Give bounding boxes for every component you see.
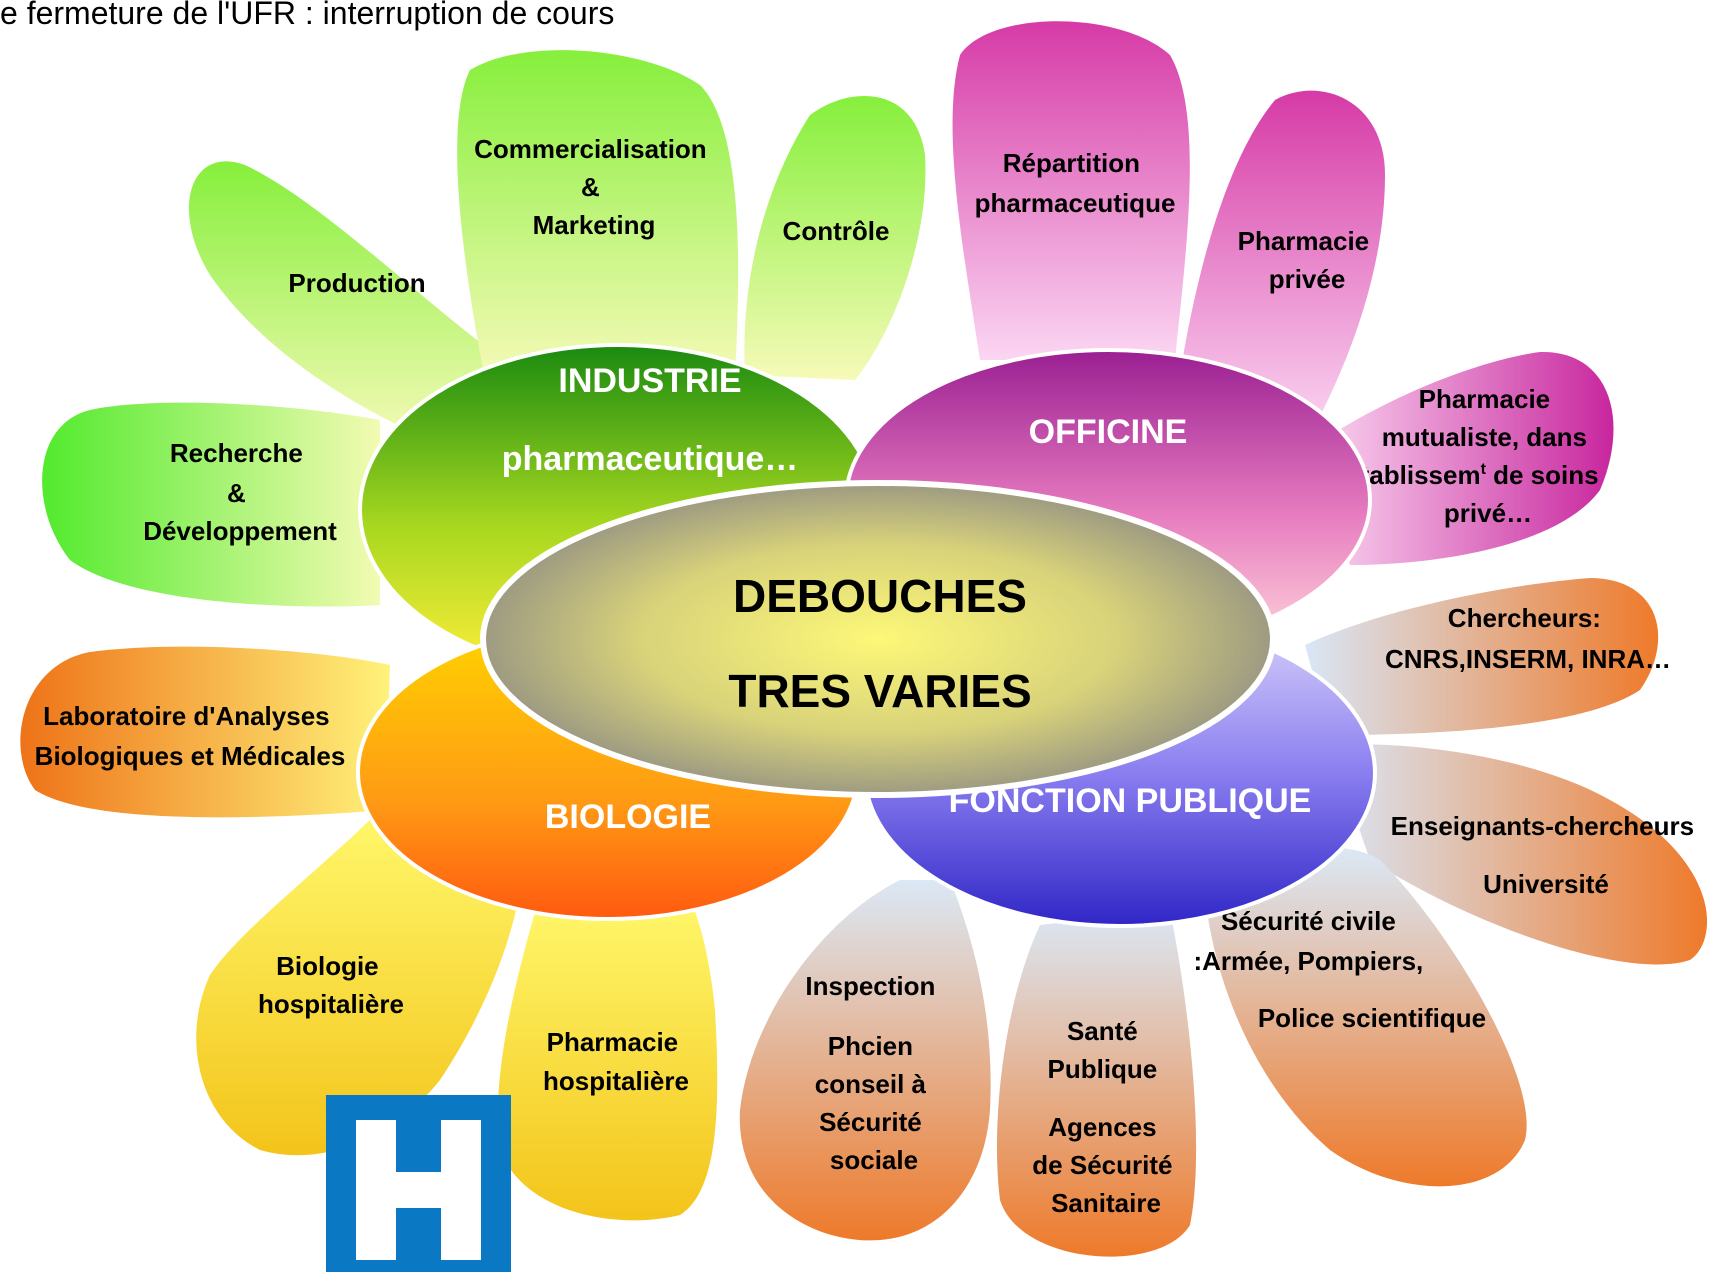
petal-securite-civile: Sécurité civile :Armée, Pompiers, Police…	[1194, 847, 1527, 1187]
petal-commercialisation-line-3: Marketing	[533, 210, 656, 240]
petal-inspection: Inspection Phcien conseil à Sécurité soc…	[739, 880, 991, 1241]
petal-securite-civile-line-3: Police scientifique	[1258, 1003, 1486, 1033]
center-ellipse: DEBOUCHES TRES VARIES	[480, 480, 1276, 798]
petal-securite-civile-line-1: Sécurité civile	[1221, 906, 1396, 936]
petal-recherche-line-2: &	[227, 478, 246, 508]
page-heading: e fermeture de l'UFR : interruption de c…	[0, 0, 614, 31]
petal-pharmacie-privee-line-2: privée	[1269, 264, 1346, 294]
petal-production-label: Production	[288, 268, 425, 298]
svg-text:Biologie hospitalière: Biologie hospitalière	[258, 951, 404, 1019]
svg-text:Inspection Phcien: Inspection Phcien conseil à Sécurité soc…	[805, 971, 942, 1175]
petal-pharmacie-privee-line-1: Pharmacie	[1238, 226, 1370, 256]
petal-biologie-hospitaliere: Biologie hospitalière	[196, 810, 520, 1156]
svg-text:Pharmacie hospitalière: Pharmacie hospitalière	[543, 1027, 689, 1096]
category-industrie-line-2: pharmaceutique…	[502, 440, 799, 478]
svg-text:Santé Publique Age: Santé Publique Agences de Sécurité Sanit…	[1032, 1016, 1179, 1218]
svg-text:Laboratoire d'Analyses B: Laboratoire d'Analyses Biologiques et Mé…	[35, 701, 346, 771]
petal-repartition-line-1: Répartition	[1003, 148, 1140, 178]
petal-laboratoire-line-2: Biologiques et Médicales	[35, 741, 346, 771]
petal-recherche-line-1: Recherche	[170, 438, 303, 468]
center-line-2: TRES VARIES	[728, 665, 1031, 717]
petal-pharmacie-mutualiste-line-4: privé…	[1444, 498, 1532, 528]
petal-sante-publique: Santé Publique Agences de Sécurité Sanit…	[996, 910, 1197, 1257]
svg-text:Pharmacie privée: Pharmacie privée	[1238, 226, 1377, 294]
petal-inspection-line-5: sociale	[830, 1145, 918, 1175]
petal-recherche-line-3: Développement	[143, 516, 337, 546]
petal-enseignants: Enseignants-chercheurs Université	[1330, 744, 1708, 965]
petal-chercheurs: Chercheurs: CNRS,INSERM, INRA…	[1305, 578, 1671, 735]
petal-sante-publique-line-3: Agences	[1048, 1112, 1156, 1142]
petal-commercialisation-line-1: Commercialisation	[474, 134, 707, 164]
petal-inspection-line-3: conseil à	[815, 1069, 927, 1099]
petal-recherche: Recherche & Développement	[42, 402, 380, 607]
petal-sante-publique-line-2: Publique	[1047, 1054, 1157, 1084]
petal-biologie-hospitaliere-line-2: hospitalière	[258, 989, 404, 1019]
svg-text:Sécurité civile :Armée,: Sécurité civile :Armée, Pompiers, Police…	[1194, 906, 1487, 1033]
petal-pharmacie-hospitaliere: Pharmacie hospitalière	[497, 895, 718, 1221]
petal-laboratoire: Laboratoire d'Analyses Biologiques et Mé…	[20, 646, 390, 818]
petal-inspection-line-4: Sécurité	[819, 1107, 922, 1137]
petal-commercialisation: Commercialisation & Marketing	[457, 50, 739, 380]
petal-pharmacie-mutualiste-line-1: Pharmacie	[1419, 384, 1551, 414]
petal-pharmacie-hospitaliere-line-1: Pharmacie	[547, 1027, 679, 1057]
svg-text:Recherche & Dévelo: Recherche & Développement	[143, 438, 337, 546]
svg-text:Chercheurs: CNRS,INSERM,: Chercheurs: CNRS,INSERM, INRA…	[1385, 603, 1671, 674]
petal-inspection-line-2: Phcien	[828, 1031, 913, 1061]
petal-pharmacie-mutualiste: Pharmacie mutualiste, dans établissemt d…	[1315, 351, 1614, 565]
petal-enseignants-line-1: Enseignants-chercheurs	[1391, 811, 1694, 841]
petal-repartition-line-2: pharmaceutique	[975, 188, 1176, 218]
petal-pharmacie-mutualiste-line-3-end: de soins	[1486, 460, 1599, 490]
petal-pharmacie-mutualiste-superscript: t	[1481, 461, 1487, 478]
petal-pharmacie-privee: Pharmacie privée	[1180, 90, 1385, 435]
svg-text:Commercialisation &: Commercialisation & Marketing	[474, 134, 714, 240]
svg-text:Répartition pharmaceutiq: Répartition pharmaceutique	[975, 148, 1176, 218]
category-biologie-label: BIOLOGIE	[545, 798, 711, 836]
petal-laboratoire-line-1: Laboratoire d'Analyses	[43, 701, 330, 731]
petal-pharmacie-hospitaliere-line-2: hospitalière	[543, 1066, 689, 1096]
petal-chercheurs-line-1: Chercheurs:	[1448, 603, 1601, 633]
petal-biologie-hospitaliere-line-1: Biologie	[276, 951, 379, 981]
petal-sante-publique-line-1: Santé	[1067, 1016, 1138, 1046]
petal-controle: Contrôle	[744, 95, 926, 380]
petal-inspection-line-1: Inspection	[805, 971, 935, 1001]
category-officine-label: OFFICINE	[1029, 413, 1188, 451]
petal-controle-label: Contrôle	[783, 216, 890, 246]
petal-repartition: Répartition pharmaceutique	[952, 21, 1190, 360]
svg-text:Enseignants-chercheurs U: Enseignants-chercheurs Université	[1391, 811, 1702, 899]
petal-sante-publique-line-5: Sanitaire	[1051, 1188, 1161, 1218]
petal-pharmacie-mutualiste-line-2: mutualiste, dans	[1382, 422, 1587, 452]
petal-commercialisation-line-2: &	[581, 172, 600, 202]
category-industrie-line-1: INDUSTRIE	[558, 362, 741, 400]
petal-securite-civile-line-2: :Armée, Pompiers,	[1194, 946, 1424, 976]
hospital-sign-icon	[326, 1095, 511, 1272]
petal-enseignants-line-2: Université	[1483, 869, 1609, 899]
petal-production: Production	[188, 161, 510, 445]
center-line-1: DEBOUCHES	[733, 570, 1027, 622]
petal-chercheurs-line-2: CNRS,INSERM, INRA…	[1385, 644, 1671, 674]
petal-sante-publique-line-4: de Sécurité	[1032, 1150, 1172, 1180]
